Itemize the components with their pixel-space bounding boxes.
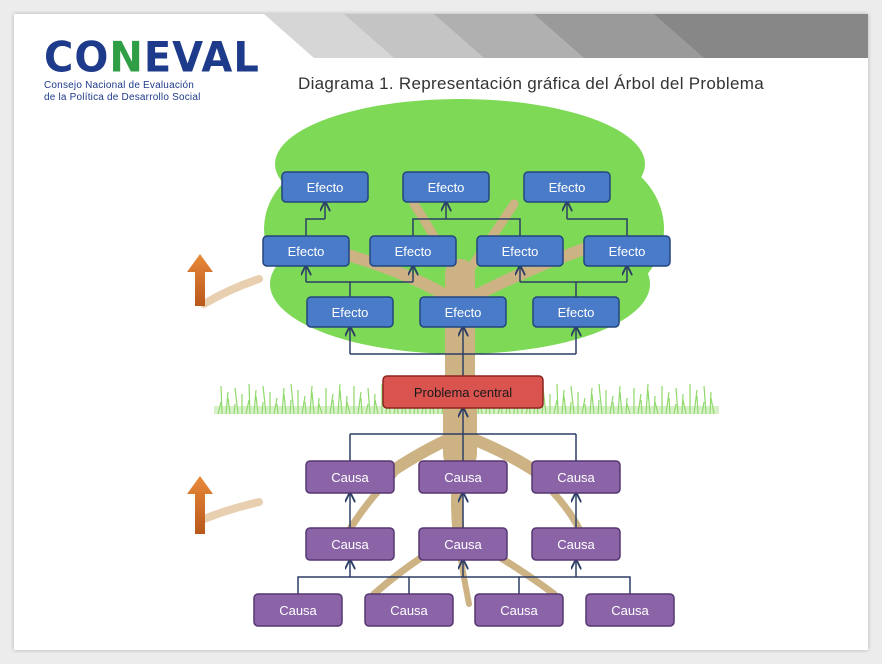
- cause-bottom-3: Causa: [474, 593, 564, 627]
- effect-middle-4-box: [583, 235, 671, 267]
- central-problem-label: Problema central: [414, 385, 512, 400]
- slide: CONEVAL Consejo Nacional de Evaluación d…: [14, 14, 868, 650]
- cause-upper-2: Causa: [418, 460, 508, 494]
- cause-upper-2-label: Causa: [444, 470, 482, 485]
- effect-middle-1-label: Efecto: [288, 244, 325, 259]
- effect-middle-1-box: [262, 235, 350, 267]
- cause-bottom-1-box: [253, 593, 343, 627]
- effect-top-1-box: [281, 171, 369, 203]
- cause-upper-3-label: Causa: [557, 470, 595, 485]
- cause-upper-3: Causa: [531, 460, 621, 494]
- effect-middle-3-label: Efecto: [502, 244, 539, 259]
- effect-top-2-label: Efecto: [428, 180, 465, 195]
- effect-top-2: Efecto: [402, 171, 490, 203]
- effect-middle-2-label: Efecto: [395, 244, 432, 259]
- cause-bottom-2: Causa: [364, 593, 454, 627]
- effect-lower-3: Efecto: [532, 296, 620, 328]
- central-problem: Problema central: [382, 375, 544, 409]
- effect-lower-1: Efecto: [306, 296, 394, 328]
- effect-top-1-label: Efecto: [307, 180, 344, 195]
- effect-top-3: Efecto: [523, 171, 611, 203]
- effect-top-2-box: [402, 171, 490, 203]
- cause-middle-3: Causa: [531, 527, 621, 561]
- connector-mid23-bus: [412, 218, 521, 236]
- cause-bottom-4-label: Causa: [611, 603, 649, 618]
- effect-lower-1-box: [306, 296, 394, 328]
- cause-bottom-4: Causa: [585, 593, 675, 627]
- cause-bottom-1: Causa: [253, 593, 343, 627]
- cause-upper-1-label: Causa: [331, 470, 369, 485]
- cause-middle-2-label: Causa: [444, 537, 482, 552]
- effect-top-3-box: [523, 171, 611, 203]
- connector-bottom-bus-right: [518, 576, 631, 594]
- cause-bottom-2-label: Causa: [390, 603, 428, 618]
- logo-subtitle-line2: de la Política de Desarrollo Social: [44, 92, 201, 103]
- effect-top-1: Efecto: [281, 171, 369, 203]
- cause-middle-2-box: [418, 527, 508, 561]
- cause-upper-1-box: [305, 460, 395, 494]
- cause-middle-1-label: Causa: [331, 537, 369, 552]
- effect-lower-2: Efecto: [419, 296, 507, 328]
- logo-subtitle-line1: Consejo Nacional de Evaluación: [44, 80, 194, 91]
- effect-lower-2-label: Efecto: [445, 305, 482, 320]
- effect-middle-1: Efecto: [262, 235, 350, 267]
- cause-middle-1: Causa: [305, 527, 395, 561]
- effect-top-3-label: Efecto: [549, 180, 586, 195]
- cause-middle-2: Causa: [418, 527, 508, 561]
- cause-middle-1-box: [305, 527, 395, 561]
- header-band: [264, 14, 868, 58]
- causes-up-arrow: [187, 476, 213, 534]
- effect-lower-3-box: [532, 296, 620, 328]
- cause-bottom-3-box: [474, 593, 564, 627]
- conveval-logo: CONEVAL Consejo Nacional de Evaluación d…: [44, 33, 274, 104]
- effect-middle-2: Efecto: [369, 235, 457, 267]
- cause-bottom-1-label: Causa: [279, 603, 317, 618]
- cause-upper-2-box: [418, 460, 508, 494]
- connector-mid4-up: [567, 218, 628, 236]
- effect-middle-2-box: [369, 235, 457, 267]
- logo-wordmark: CONEVAL: [44, 33, 260, 83]
- effect-middle-4-label: Efecto: [609, 244, 646, 259]
- cause-bottom-4-box: [585, 593, 675, 627]
- effects-up-arrow: [187, 254, 213, 306]
- cause-upper-3-box: [531, 460, 621, 494]
- effect-middle-3-box: [476, 235, 564, 267]
- connector-mid1-up: [305, 218, 325, 236]
- connectors: [297, 202, 631, 594]
- effect-lower-3-label: Efecto: [558, 305, 595, 320]
- effect-middle-4: Efecto: [583, 235, 671, 267]
- cause-bottom-3-label: Causa: [500, 603, 538, 618]
- page-title: Diagrama 1. Representación gráfica del Á…: [298, 74, 764, 93]
- cause-bottom-2-box: [364, 593, 454, 627]
- cause-middle-3-box: [531, 527, 621, 561]
- cause-upper-1: Causa: [305, 460, 395, 494]
- tree-roots: [200, 392, 588, 607]
- effect-middle-3: Efecto: [476, 235, 564, 267]
- cause-middle-3-label: Causa: [557, 537, 595, 552]
- connector-bottom-bus-left: [297, 576, 410, 594]
- central-problem-box: [382, 375, 544, 409]
- effect-lower-2-box: [419, 296, 507, 328]
- effect-lower-1-label: Efecto: [332, 305, 369, 320]
